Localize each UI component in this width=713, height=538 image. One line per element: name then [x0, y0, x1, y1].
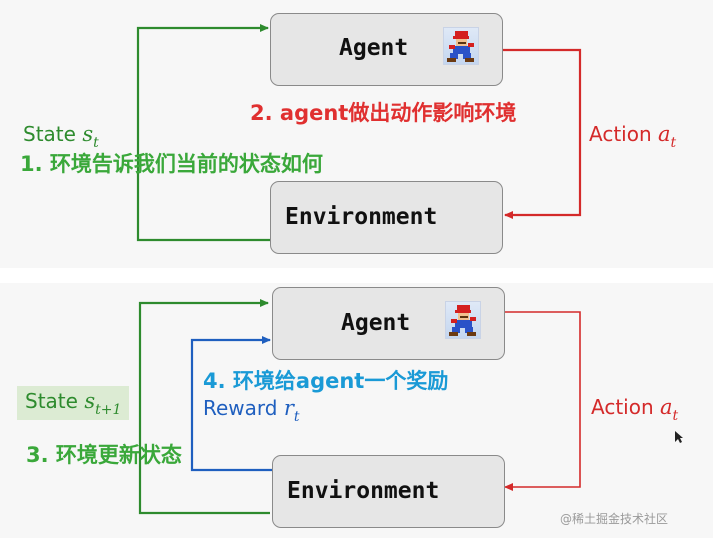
action-word: Action	[589, 122, 652, 146]
caption-3: 3. 环境更新状态	[26, 443, 182, 467]
mario-icon	[443, 27, 479, 65]
agent-box: Agent	[270, 13, 503, 86]
reward-word: Reward	[203, 396, 278, 420]
top-state-arrow	[136, 24, 270, 242]
agent-label: Agent	[339, 35, 409, 61]
caption-4: 4. 环境给agent一个奖励	[203, 369, 449, 393]
state-word: State	[25, 389, 78, 413]
environment-label: Environment	[287, 478, 440, 504]
mouse-cursor-icon	[675, 431, 683, 443]
top-action-label: Action at	[589, 122, 676, 151]
state-word: State	[23, 122, 76, 146]
bottom-action-label: Action at	[591, 395, 678, 424]
bottom-state-arrow	[138, 299, 270, 515]
environment-label: Environment	[285, 204, 438, 230]
environment-box: Environment	[272, 455, 505, 528]
reward-var: r	[283, 396, 294, 420]
caption-2: 2. agent做出动作影响环境	[250, 101, 517, 125]
state-var: s	[82, 122, 94, 146]
state-sub: t+1	[95, 402, 122, 418]
caption-1: 1. 环境告诉我们当前的状态如何	[20, 152, 323, 176]
action-word: Action	[591, 395, 654, 419]
state-var: s	[84, 389, 96, 413]
watermark: @稀土掘金技术社区	[560, 512, 669, 526]
bottom-action-arrow	[502, 311, 581, 491]
action-var: a	[658, 122, 671, 146]
action-sub: t	[672, 408, 679, 424]
top-state-label: State st	[23, 122, 99, 151]
action-var: a	[660, 395, 673, 419]
bottom-reward-arrow	[190, 336, 272, 472]
top-action-arrow	[502, 48, 582, 219]
mario-icon	[445, 301, 481, 339]
bottom-state-label: State st+1	[17, 386, 130, 420]
state-sub: t	[93, 135, 99, 151]
action-sub: t	[670, 135, 677, 151]
agent-box: Agent	[272, 287, 505, 360]
reward-sub: t	[293, 409, 300, 425]
agent-label: Agent	[341, 310, 411, 336]
environment-box: Environment	[270, 181, 503, 254]
bottom-reward-label: Reward rt	[203, 396, 300, 425]
